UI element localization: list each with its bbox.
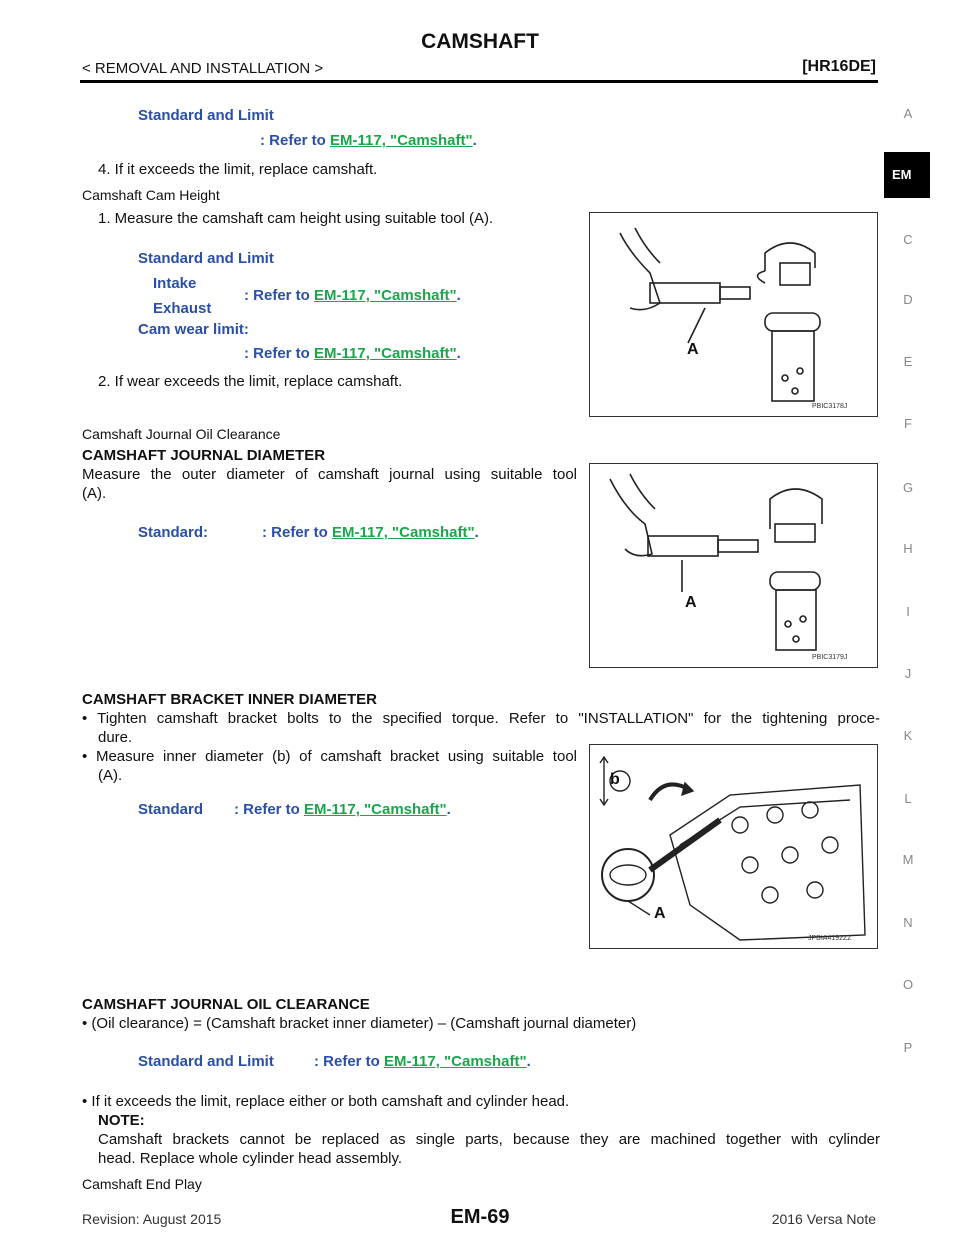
revision-date: Revision: August 2015: [82, 1211, 222, 1227]
step-text: 1. Measure the camshaft cam height using…: [98, 210, 494, 227]
spec-reference: : Refer to EM-117, "Camshaft".: [260, 132, 477, 149]
note-text: head. Replace whole cylinder head assemb…: [98, 1150, 403, 1167]
standard-label: Standard:: [138, 524, 209, 541]
spec-link[interactable]: EM-117, "Camshaft": [314, 345, 457, 362]
note-text: Camshaft brackets cannot be replaced as …: [98, 1131, 880, 1148]
spec-reference: : Refer to EM-117, "Camshaft".: [244, 345, 461, 362]
side-tab[interactable]: P: [903, 1040, 913, 1055]
micrometer-illustration: [619, 227, 821, 402]
exhaust-label: Exhaust: [153, 300, 212, 317]
page-title: CAMSHAFT: [421, 30, 539, 53]
spec-link[interactable]: EM-117, "Camshaft": [304, 801, 447, 818]
bore-gauge-illustration: [599, 755, 866, 941]
spec-reference: : Refer to EM-117, "Camshaft".: [314, 1053, 531, 1070]
step-text: 2. If wear exceeds the limit, replace ca…: [98, 373, 403, 390]
side-tab[interactable]: O: [902, 977, 914, 992]
side-tab[interactable]: J: [904, 666, 912, 681]
engine-code: [HR16DE]: [802, 58, 876, 75]
journal-diameter-figure: A PBIC3179J: [589, 463, 878, 668]
spec-link[interactable]: EM-117, "Camshaft": [384, 1053, 527, 1070]
standard-limit-label: Standard and Limit: [138, 107, 274, 124]
bullet-text: • If it exceeds the limit, replace eithe…: [82, 1093, 570, 1110]
body-text: Measure the outer diameter of camshaft j…: [82, 466, 577, 483]
bullet-text: • Tighten camshaft bracket bolts to the …: [82, 710, 880, 727]
section-heading: Camshaft Cam Height: [82, 187, 220, 203]
side-tab[interactable]: C: [903, 232, 913, 247]
cam-wear-label: Cam wear limit:: [138, 321, 249, 338]
figure-id: JPBIA4192ZZ: [808, 935, 852, 942]
figure-callout: b: [610, 771, 620, 788]
figure-id: PBIC3178J: [812, 403, 848, 410]
bullet-text: • Measure inner diameter (b) of camshaft…: [82, 748, 577, 765]
side-tab[interactable]: D: [903, 292, 913, 307]
side-tab[interactable]: K: [903, 728, 913, 743]
standard-limit-label: Standard and Limit: [138, 250, 274, 267]
breadcrumb: < REMOVAL AND INSTALLATION >: [82, 60, 324, 77]
figure-callout: A: [654, 905, 666, 922]
side-tab[interactable]: N: [903, 915, 913, 930]
figure-id: PBIC3179J: [812, 654, 848, 661]
standard-label: Standard: [138, 801, 204, 818]
side-tab[interactable]: H: [903, 541, 913, 556]
note-label: NOTE:: [98, 1112, 145, 1129]
spec-link[interactable]: EM-117, "Camshaft": [314, 287, 457, 304]
spec-reference: : Refer to EM-117, "Camshaft".: [244, 287, 461, 304]
bullet-text: (A).: [98, 767, 123, 784]
subsection-title: CAMSHAFT JOURNAL OIL CLEARANCE: [82, 996, 370, 1013]
model-name: 2016 Versa Note: [771, 1211, 876, 1227]
micrometer-illustration: [609, 473, 823, 651]
bullet-text: dure.: [98, 729, 133, 746]
side-tab[interactable]: L: [904, 791, 912, 806]
side-tab[interactable]: A: [903, 106, 913, 121]
section-heading: Camshaft End Play: [82, 1176, 202, 1192]
subsection-title: CAMSHAFT BRACKET INNER DIAMETER: [82, 691, 377, 708]
spec-link[interactable]: EM-117, "Camshaft": [332, 524, 475, 541]
standard-limit-label: Standard and Limit: [138, 1053, 274, 1070]
side-tab[interactable]: G: [902, 480, 914, 495]
spec-reference: : Refer to EM-117, "Camshaft".: [234, 801, 451, 818]
spec-link[interactable]: EM-117, "Camshaft": [330, 132, 473, 149]
bracket-diameter-figure: b A JPBIA4192ZZ: [589, 744, 878, 949]
spec-reference: : Refer to EM-117, "Camshaft".: [262, 524, 479, 541]
header-rule: [80, 80, 878, 83]
intake-label: Intake: [153, 275, 197, 292]
side-tab[interactable]: M: [902, 852, 914, 867]
figure-callout: A: [687, 341, 699, 358]
cam-height-figure: A PBIC3178J: [589, 212, 878, 417]
step-text: 4. If it exceeds the limit, replace cams…: [98, 161, 378, 178]
figure-callout: A: [685, 594, 697, 611]
page-number: EM-69: [450, 1206, 510, 1228]
side-tab[interactable]: I: [906, 604, 910, 619]
side-tab[interactable]: E: [903, 354, 913, 369]
formula-text: • (Oil clearance) = (Camshaft bracket in…: [82, 1015, 637, 1032]
side-tab[interactable]: F: [904, 416, 912, 431]
side-tab-active[interactable]: EM: [884, 152, 930, 198]
body-text: (A).: [82, 485, 107, 502]
section-heading: Camshaft Journal Oil Clearance: [82, 426, 281, 442]
subsection-title: CAMSHAFT JOURNAL DIAMETER: [82, 447, 326, 464]
